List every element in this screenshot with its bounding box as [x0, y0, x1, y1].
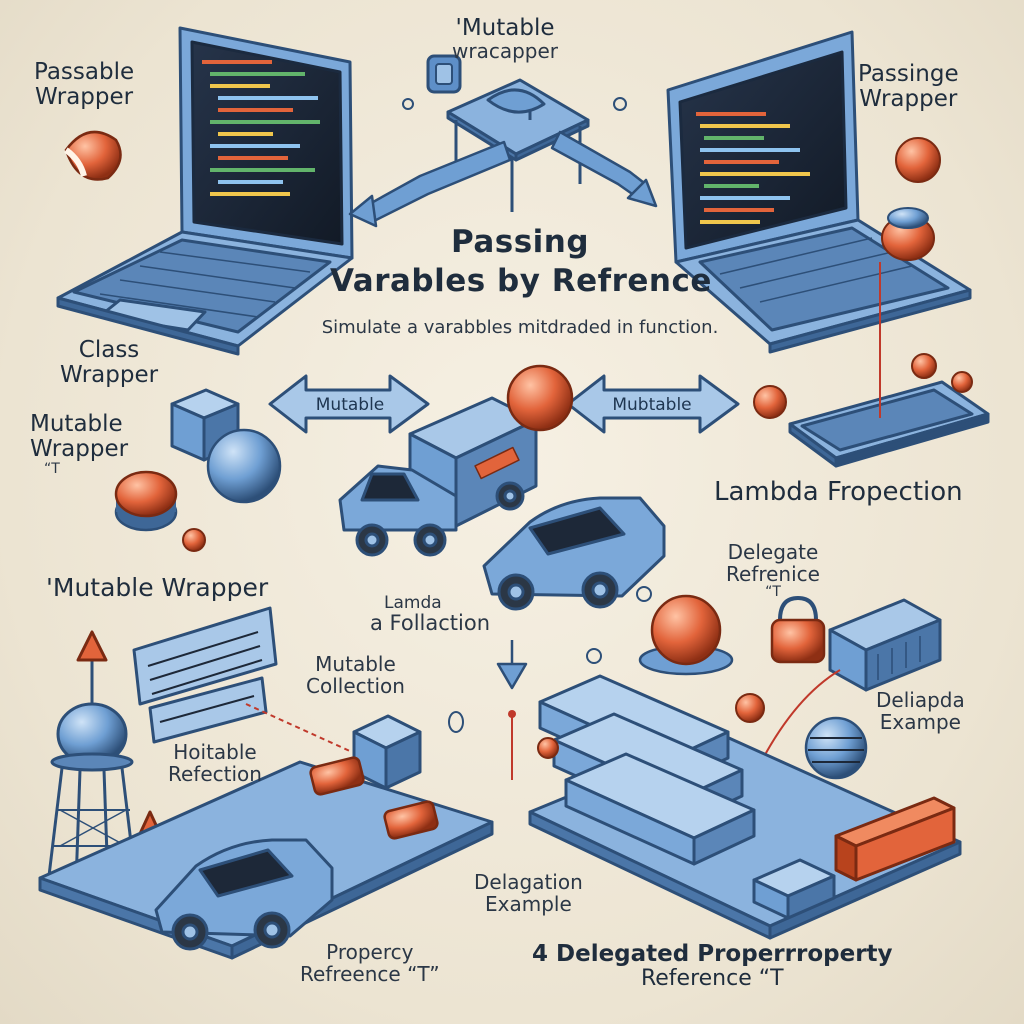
car-icon-center	[482, 496, 666, 611]
device-icon-right	[828, 598, 942, 692]
down-arrow-icon	[496, 640, 528, 690]
label-delegate-refrenice: Delegate Refrenice “T	[726, 540, 820, 601]
label-lambda-fropection: Lambda Fropection	[714, 477, 963, 507]
sphere-icon-orange-top-right	[895, 137, 941, 183]
panel-icon-list	[132, 606, 278, 744]
orange-block-icon	[834, 796, 956, 882]
page-subtitle: Simulate a varabbles mitdraded in functi…	[321, 317, 719, 338]
cube-icon-center-lower	[352, 714, 422, 790]
label-delegated-property-reference: 4 Delegated Properrroperty Reference “T	[532, 941, 893, 991]
arrow-label-mutable-right: Mubtable	[612, 395, 692, 415]
laptop-icon-left	[56, 26, 354, 356]
table-icon	[426, 54, 590, 212]
arrow-label-mutable-left: Mutable	[315, 395, 385, 415]
arrow-icon-mutable-left	[268, 374, 430, 434]
label-mutable-wracapper: 'Mutable wracapper	[452, 15, 559, 63]
button-shape-icon-left	[114, 470, 178, 532]
pin-icon-center	[448, 586, 652, 780]
arrow-icon-top	[348, 130, 658, 228]
keyboard-icon-right	[788, 380, 990, 468]
sphere-icon-orange-stand	[638, 594, 734, 676]
connector-dashed-left	[245, 703, 353, 753]
water-tower-icon	[46, 630, 164, 885]
label-mutable-wrapper-heading: 'Mutable Wrapper	[46, 573, 269, 602]
sphere-icon-blue-left	[206, 428, 282, 504]
sphere-icon-orange-center	[506, 364, 574, 432]
sphere-icon-blue-lower-right	[804, 716, 868, 780]
server-stack-icon	[538, 674, 756, 866]
pin-icon-2	[613, 97, 627, 111]
laptop-icon-right	[666, 30, 972, 354]
sphere-icon-orange-right	[753, 385, 787, 419]
truck-icon	[338, 396, 538, 557]
cube-icon-left	[170, 388, 240, 462]
button-shape-icon-right	[881, 207, 935, 261]
page-title: Passing Varables by Refrence	[330, 224, 712, 300]
coin-icon-right-2	[951, 371, 973, 393]
coin-icon-lower-1	[735, 693, 765, 723]
orange-shape-icon-left	[64, 130, 122, 181]
label-mutable-wrapper-left: Mutable Wrapper “T	[30, 411, 129, 477]
label-lamda-follaction: Lamda a Follaction	[370, 593, 491, 636]
arrow-icon-mutable-right	[566, 374, 740, 434]
coin-icon-left	[182, 528, 206, 552]
car-icon-lower	[154, 838, 334, 951]
box-icon-lower	[752, 858, 836, 920]
tag-icon-orange-2	[383, 800, 439, 840]
coin-icon-right-1	[911, 353, 937, 379]
tag-icon-orange-1	[309, 756, 365, 796]
lock-icon-right	[770, 595, 826, 664]
pin-icon-1	[402, 98, 414, 110]
